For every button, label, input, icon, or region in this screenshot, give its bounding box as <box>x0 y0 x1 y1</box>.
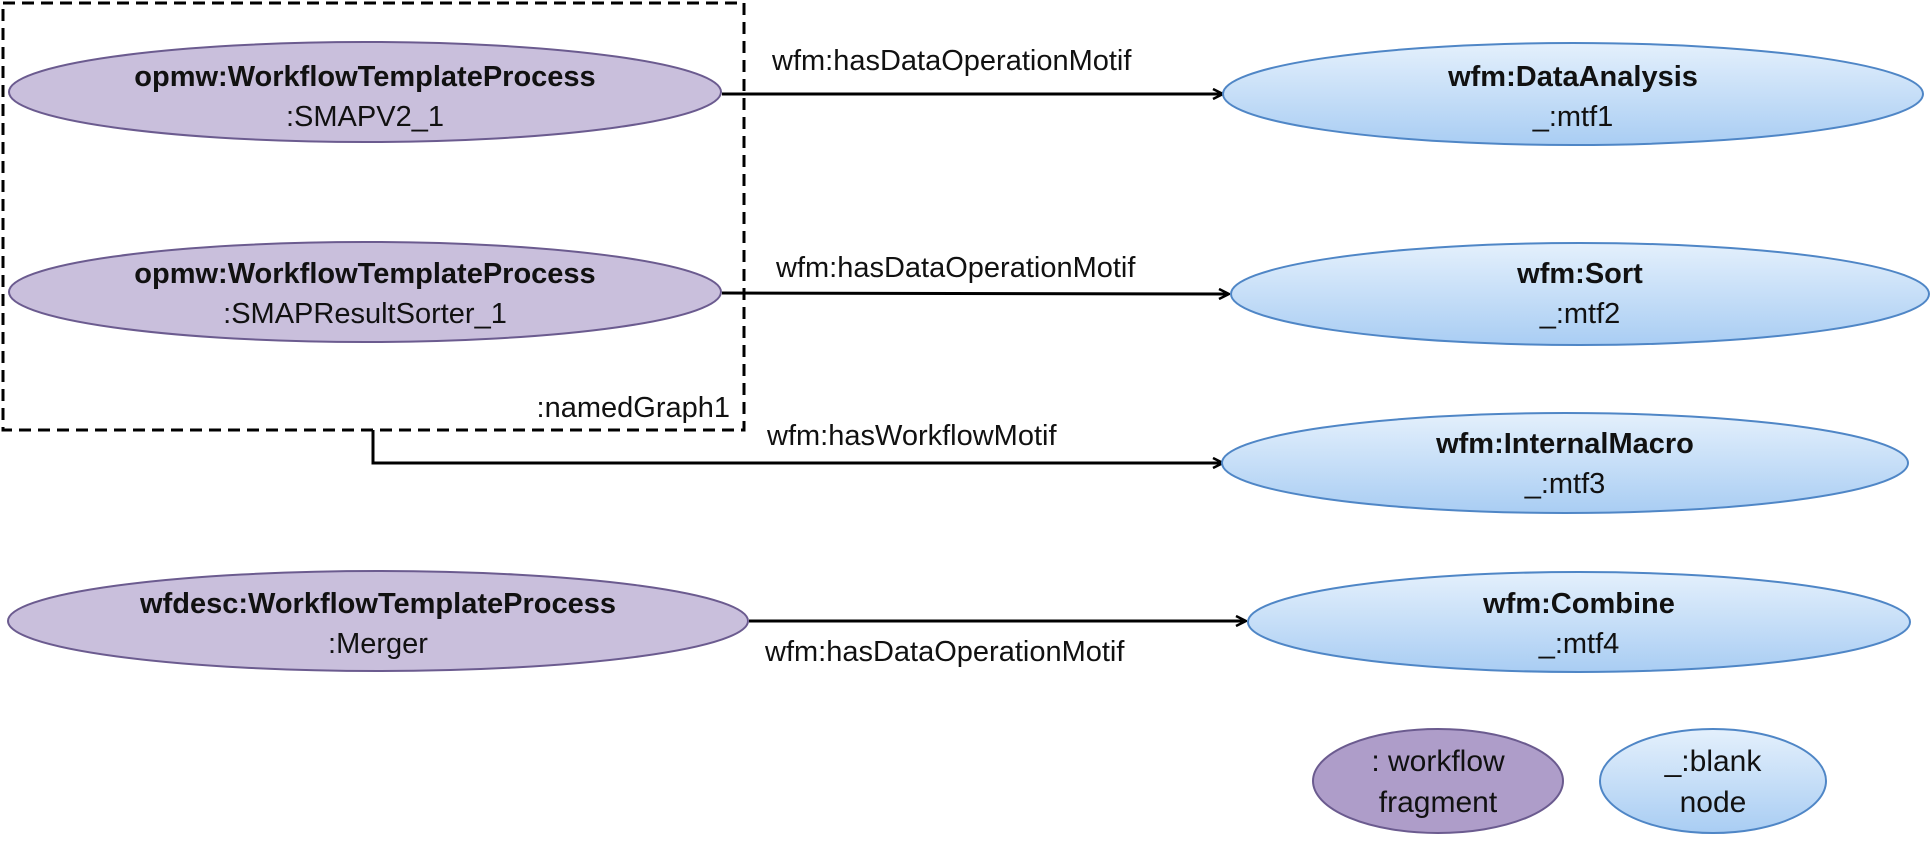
node-motif4: wfm:Combine _:mtf4 <box>1247 571 1911 673</box>
node-process1-id: :SMAPV2_1 <box>286 101 444 133</box>
edge-e2: wfm:hasDataOperationMotif <box>721 252 1228 294</box>
node-motif3-id: _:mtf3 <box>1524 468 1606 500</box>
node-motif2: wfm:Sort _:mtf2 <box>1230 242 1930 346</box>
node-motif2-id: _:mtf2 <box>1539 298 1621 330</box>
node-motif3: wfm:InternalMacro _:mtf3 <box>1221 412 1909 514</box>
legend-blank-line1: _:blank <box>1664 745 1763 778</box>
node-motif3-type: wfm:InternalMacro <box>1435 428 1694 460</box>
edge-e4: wfm:hasDataOperationMotif <box>749 621 1245 668</box>
legend-workflow-line2: fragment <box>1379 786 1498 819</box>
legend-blank-node: _:blank node <box>1599 728 1827 834</box>
legend-workflow-ellipse <box>1312 728 1564 834</box>
node-motif4-id: _:mtf4 <box>1538 628 1620 660</box>
node-process2-id: :SMAPResultSorter_1 <box>223 298 507 330</box>
node-process1: opmw:WorkflowTemplateProcess :SMAPV2_1 <box>8 41 722 143</box>
legend: : workflow fragment _:blank node <box>1312 728 1827 834</box>
edge-e2-line <box>721 293 1228 294</box>
named-graph-box <box>1 1 746 432</box>
node-motif1-type: wfm:DataAnalysis <box>1447 61 1698 93</box>
node-motif4-ellipse <box>1247 571 1911 673</box>
edge-e4-label: wfm:hasDataOperationMotif <box>764 636 1125 668</box>
node-motif2-ellipse <box>1230 242 1930 346</box>
node-motif1-id: _:mtf1 <box>1532 101 1614 133</box>
node-process2: opmw:WorkflowTemplateProcess :SMAPResult… <box>8 241 722 343</box>
edge-e3-label: wfm:hasWorkflowMotif <box>766 420 1057 452</box>
node-process3: wfdesc:WorkflowTemplateProcess :Merger <box>7 570 749 672</box>
edge-e1: wfm:hasDataOperationMotif <box>722 45 1222 94</box>
node-process3-type: wfdesc:WorkflowTemplateProcess <box>139 588 616 620</box>
edge-e1-label: wfm:hasDataOperationMotif <box>771 45 1132 77</box>
node-process1-ellipse <box>8 41 722 143</box>
node-process2-ellipse <box>8 241 722 343</box>
node-process3-id: :Merger <box>328 628 428 660</box>
node-process2-type: opmw:WorkflowTemplateProcess <box>134 258 595 290</box>
legend-workflow-fragment: : workflow fragment <box>1312 728 1564 834</box>
edge-e3: wfm:hasWorkflowMotif <box>371 420 1222 463</box>
edge-e3-line <box>371 430 1222 463</box>
legend-workflow-line1: : workflow <box>1371 745 1505 778</box>
legend-blank-ellipse <box>1599 728 1827 834</box>
node-motif1-ellipse <box>1222 42 1924 146</box>
node-process3-ellipse <box>7 570 749 672</box>
edge-e2-label: wfm:hasDataOperationMotif <box>775 252 1136 284</box>
node-motif1: wfm:DataAnalysis _:mtf1 <box>1222 42 1924 146</box>
legend-blank-line2: node <box>1680 786 1747 819</box>
node-motif4-type: wfm:Combine <box>1482 588 1675 620</box>
node-motif2-type: wfm:Sort <box>1516 258 1643 290</box>
node-process1-type: opmw:WorkflowTemplateProcess <box>134 61 595 93</box>
node-motif3-ellipse <box>1221 412 1909 514</box>
named-graph-label: :namedGraph1 <box>537 392 730 424</box>
